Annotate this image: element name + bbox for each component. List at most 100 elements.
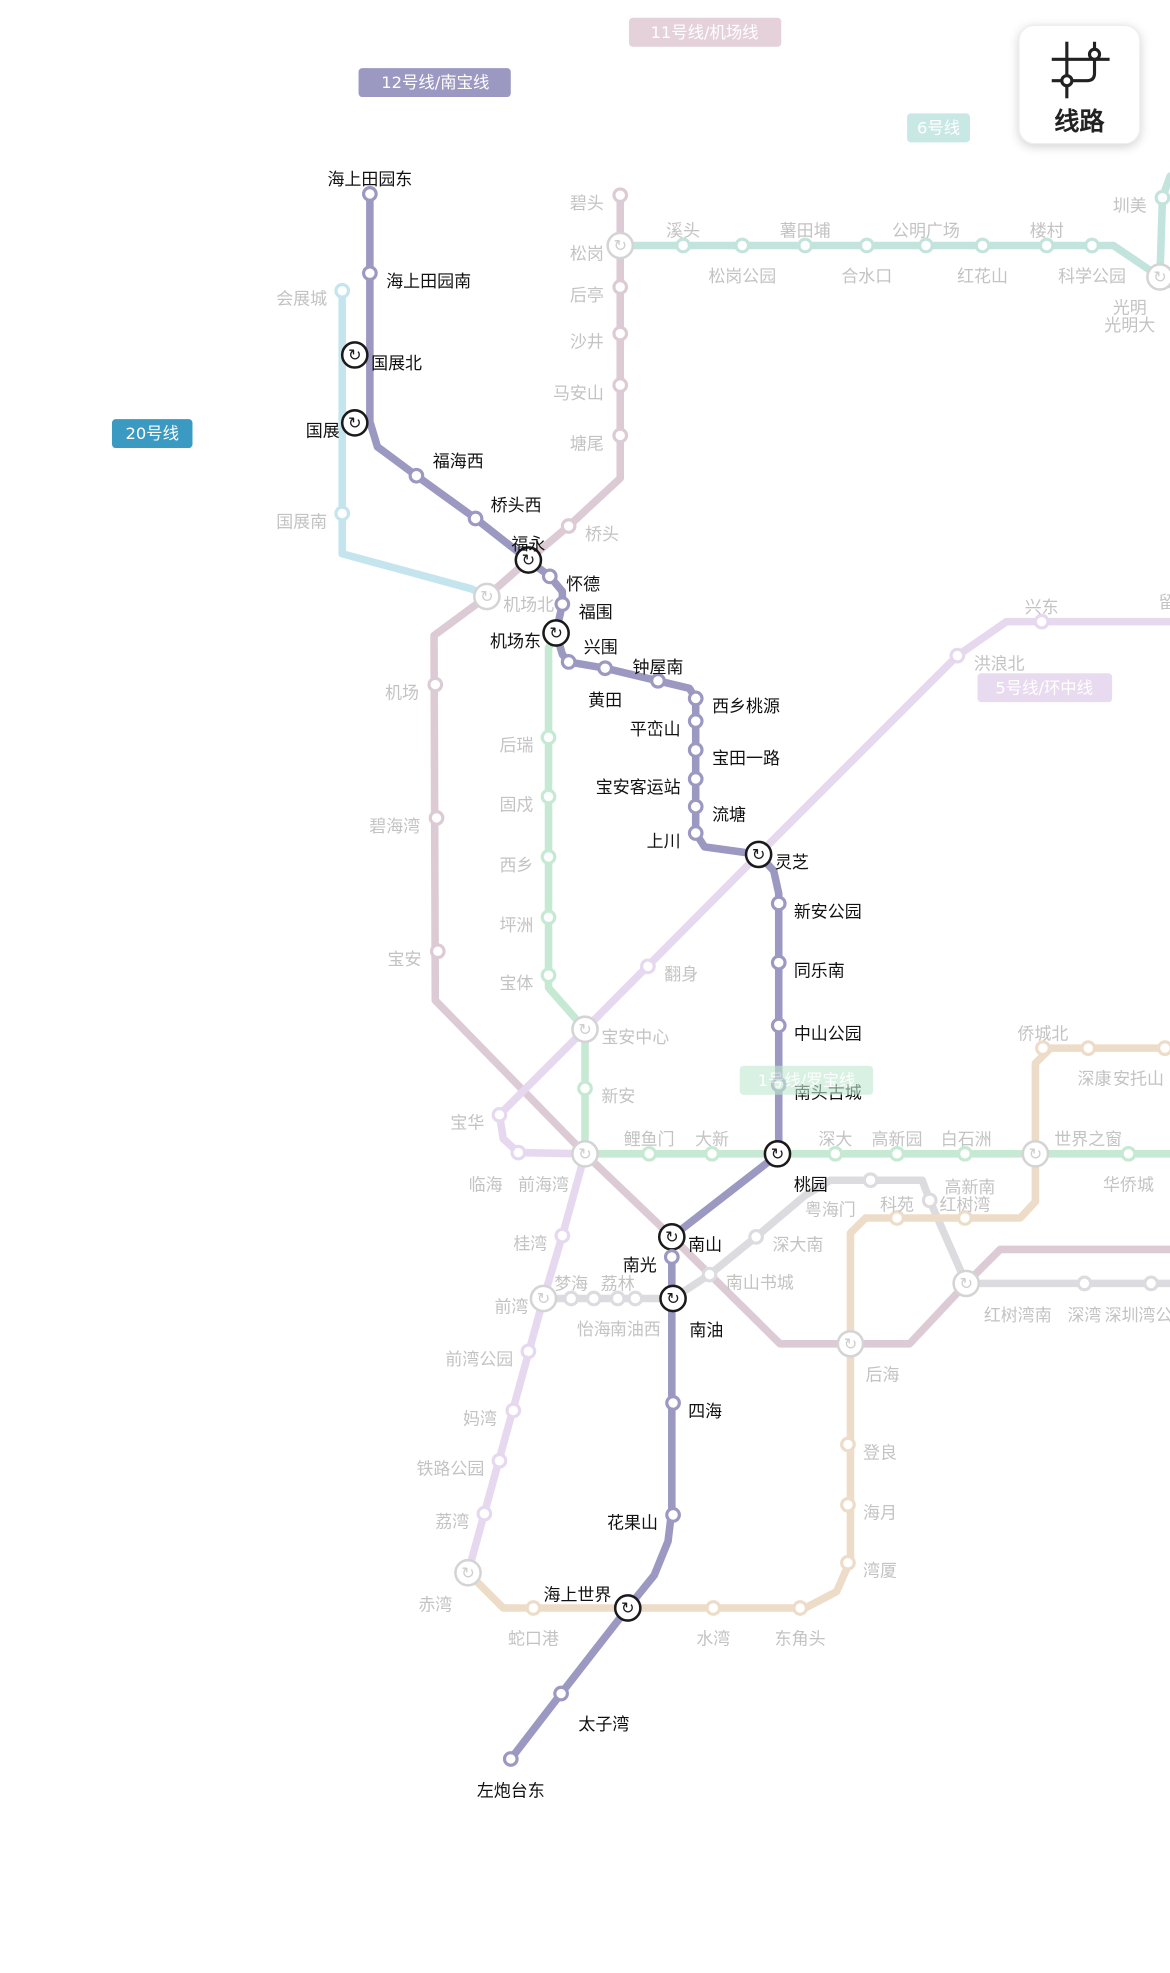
station-line11-10[interactable]: 宝安 xyxy=(388,943,446,970)
station-line1-0[interactable]: 后瑞 xyxy=(499,729,557,756)
station-marker[interactable] xyxy=(957,1145,973,1162)
station-marker[interactable] xyxy=(675,237,691,254)
line2-track[interactable] xyxy=(464,1044,1170,1612)
station-line5-2[interactable]: 翻身 xyxy=(640,958,699,985)
transfer-station-marker[interactable] xyxy=(571,1015,599,1044)
station-line1-1[interactable]: 固戍 xyxy=(499,788,557,815)
station-marker[interactable] xyxy=(334,505,351,522)
station-marker[interactable] xyxy=(540,788,557,805)
transfer-station-marker[interactable] xyxy=(1146,263,1170,291)
station-line1-10[interactable]: 深大 xyxy=(818,1130,852,1162)
station-line9-5[interactable]: 深大南 xyxy=(748,1228,824,1256)
station-line12-10[interactable]: 兴围 xyxy=(560,638,618,670)
station-line2-3[interactable]: 科苑 xyxy=(880,1195,914,1226)
station-marker[interactable] xyxy=(1157,1040,1170,1057)
station-marker[interactable] xyxy=(334,282,351,299)
station-marker[interactable] xyxy=(1154,189,1170,206)
station-line12-11[interactable]: 黄田 xyxy=(588,660,622,711)
transfer-station-marker[interactable] xyxy=(542,619,570,647)
station-marker[interactable] xyxy=(748,1228,764,1245)
station-marker[interactable] xyxy=(665,1395,681,1411)
station-marker[interactable] xyxy=(918,237,934,254)
transfer-station-marker[interactable] xyxy=(613,1594,642,1622)
station-marker[interactable] xyxy=(612,427,629,444)
station-line12-30[interactable]: ↻海上世界 xyxy=(544,1585,642,1622)
station-line12-2[interactable]: ↻国展北 xyxy=(340,341,422,374)
station-line6-6[interactable]: 楼村 xyxy=(1030,222,1064,254)
station-marker[interactable] xyxy=(362,265,378,282)
station-line5-11[interactable]: ↻赤湾 xyxy=(418,1558,482,1616)
station-line1-9[interactable]: 大新 xyxy=(695,1130,729,1162)
badge-line11[interactable]: 11号线/机场线 xyxy=(629,17,782,47)
station-line1-6[interactable]: 新安 xyxy=(577,1080,636,1107)
station-line12-12[interactable]: 钟屋南 xyxy=(633,658,684,689)
station-marker[interactable] xyxy=(408,467,425,484)
station-line9-0[interactable]: 梦海 xyxy=(554,1275,588,1307)
station-marker[interactable] xyxy=(560,654,577,670)
station-marker[interactable] xyxy=(665,1507,681,1523)
station-line20-0[interactable]: 会展城 xyxy=(276,282,351,310)
station-marker[interactable] xyxy=(840,1496,856,1513)
station-line1-7[interactable]: ↻前海湾 xyxy=(518,1139,599,1195)
station-line12-20[interactable]: 新安公园 xyxy=(770,895,862,922)
station-marker[interactable] xyxy=(974,237,991,254)
line11-track[interactable] xyxy=(430,191,1170,1348)
transfer-station-marker[interactable] xyxy=(529,1284,558,1313)
station-marker[interactable] xyxy=(612,325,629,342)
station-line1-14[interactable]: 华侨城 xyxy=(1103,1145,1154,1196)
station-marker[interactable] xyxy=(362,186,378,202)
station-line12-27[interactable]: ↻南油 xyxy=(659,1284,723,1341)
station-marker[interactable] xyxy=(701,1266,718,1283)
station-marker[interactable] xyxy=(734,237,751,254)
station-line12-18[interactable]: 上川 xyxy=(647,825,704,852)
station-marker[interactable] xyxy=(612,377,629,394)
station-line12-4[interactable]: 福海西 xyxy=(408,452,484,484)
badge-line5[interactable]: 5号线/环中线 xyxy=(977,673,1113,703)
station-line6-9[interactable]: 圳美 xyxy=(1113,189,1170,217)
line12-track[interactable] xyxy=(366,190,783,1763)
station-marker[interactable] xyxy=(1033,613,1050,630)
station-line1-11[interactable]: 高新园 xyxy=(872,1130,923,1162)
station-marker[interactable] xyxy=(641,1145,658,1162)
station-line6-0[interactable]: 溪头 xyxy=(666,222,700,254)
station-line6-3[interactable]: 合水口 xyxy=(841,237,892,287)
station-line2-4[interactable]: 红树湾 xyxy=(939,1195,990,1226)
station-marker[interactable] xyxy=(687,713,704,729)
station-marker[interactable] xyxy=(704,1145,720,1162)
station-marker[interactable] xyxy=(467,510,484,527)
station-line1-2[interactable]: 西乡 xyxy=(499,849,557,876)
station-marker[interactable] xyxy=(650,672,666,689)
station-line5-3[interactable]: 宝华 xyxy=(450,1106,508,1134)
station-line11-3[interactable]: 沙井 xyxy=(570,325,629,352)
station-line5-5[interactable]: 桂湾 xyxy=(513,1227,571,1254)
station-line9-1[interactable]: 怡海 xyxy=(577,1290,611,1340)
station-marker[interactable] xyxy=(609,1290,626,1307)
station-line11-8[interactable]: 机场 xyxy=(385,676,444,703)
station-marker[interactable] xyxy=(476,1505,493,1522)
station-marker[interactable] xyxy=(540,967,557,984)
station-marker[interactable] xyxy=(792,1600,808,1616)
station-marker[interactable] xyxy=(1038,237,1055,254)
station-line12-6[interactable]: ↻福永 xyxy=(511,535,545,574)
transfer-station-marker[interactable] xyxy=(454,1558,482,1587)
station-marker[interactable] xyxy=(797,237,814,254)
station-marker[interactable] xyxy=(1084,237,1100,254)
station-line12-24[interactable]: ↻桃园 xyxy=(763,1139,828,1195)
station-line12-17[interactable]: 流塘 xyxy=(687,798,746,825)
station-line2-10[interactable]: 蛇口港 xyxy=(508,1600,559,1650)
station-marker[interactable] xyxy=(554,596,571,612)
station-marker[interactable] xyxy=(520,1343,537,1360)
station-marker[interactable] xyxy=(612,187,629,204)
station-marker[interactable] xyxy=(525,1600,542,1616)
station-line6-1[interactable]: 松岗公园 xyxy=(708,237,776,287)
station-line5-10[interactable]: 荔湾 xyxy=(435,1505,493,1532)
station-line5-8[interactable]: 妈湾 xyxy=(463,1402,522,1429)
station-line1-4[interactable]: 宝体 xyxy=(499,967,557,994)
station-marker[interactable] xyxy=(840,1554,856,1571)
station-line2-7[interactable]: 湾厦 xyxy=(840,1554,897,1582)
station-line11-0[interactable]: 碧头 xyxy=(570,187,629,214)
station-line2-6[interactable]: 海月 xyxy=(840,1496,897,1524)
station-marker[interactable] xyxy=(889,1210,905,1226)
station-line12-26[interactable]: 南光 xyxy=(623,1249,680,1276)
line9-track[interactable] xyxy=(539,1176,1170,1303)
